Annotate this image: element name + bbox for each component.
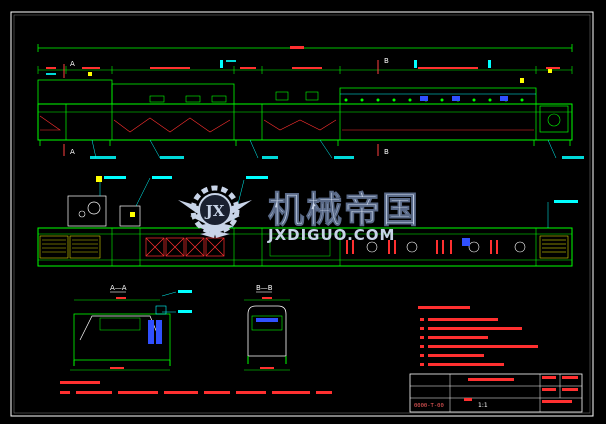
- drawing-frame: [13, 14, 591, 414]
- watermark-url: JXDIGUO.COM: [267, 226, 395, 244]
- section-view-title: B—B: [256, 284, 273, 292]
- watermark: JX 机械帝国 JXDIGUO.COM: [178, 185, 420, 244]
- elevation-view: A A B B: [37, 44, 584, 159]
- scale-text: 1:1: [478, 402, 488, 409]
- drawing-number: 0000-T-00: [414, 403, 444, 409]
- watermark-title: 机械帝国: [268, 190, 420, 231]
- sheet-border: [10, 11, 594, 417]
- gear-icon: JX: [190, 185, 240, 235]
- section-mark-label: B: [384, 57, 389, 65]
- technical-notes: [60, 306, 538, 394]
- title-block: 1:1 0000-T-00: [409, 373, 583, 413]
- section-mark-label: A: [70, 60, 75, 68]
- section-mark-a-bottom: A: [63, 144, 75, 156]
- section-mark-b-top: B: [377, 57, 389, 74]
- section-mark-label: A: [70, 148, 75, 156]
- section-view-title: A—A: [110, 284, 127, 292]
- logo-letters: JX: [204, 202, 225, 220]
- section-view-b: B—B: [244, 284, 290, 371]
- section-mark-b-bottom: B: [377, 144, 389, 156]
- section-mark-label: B: [384, 148, 389, 156]
- section-view-a: A—A: [70, 284, 192, 371]
- section-mark-a-top: A: [63, 60, 75, 78]
